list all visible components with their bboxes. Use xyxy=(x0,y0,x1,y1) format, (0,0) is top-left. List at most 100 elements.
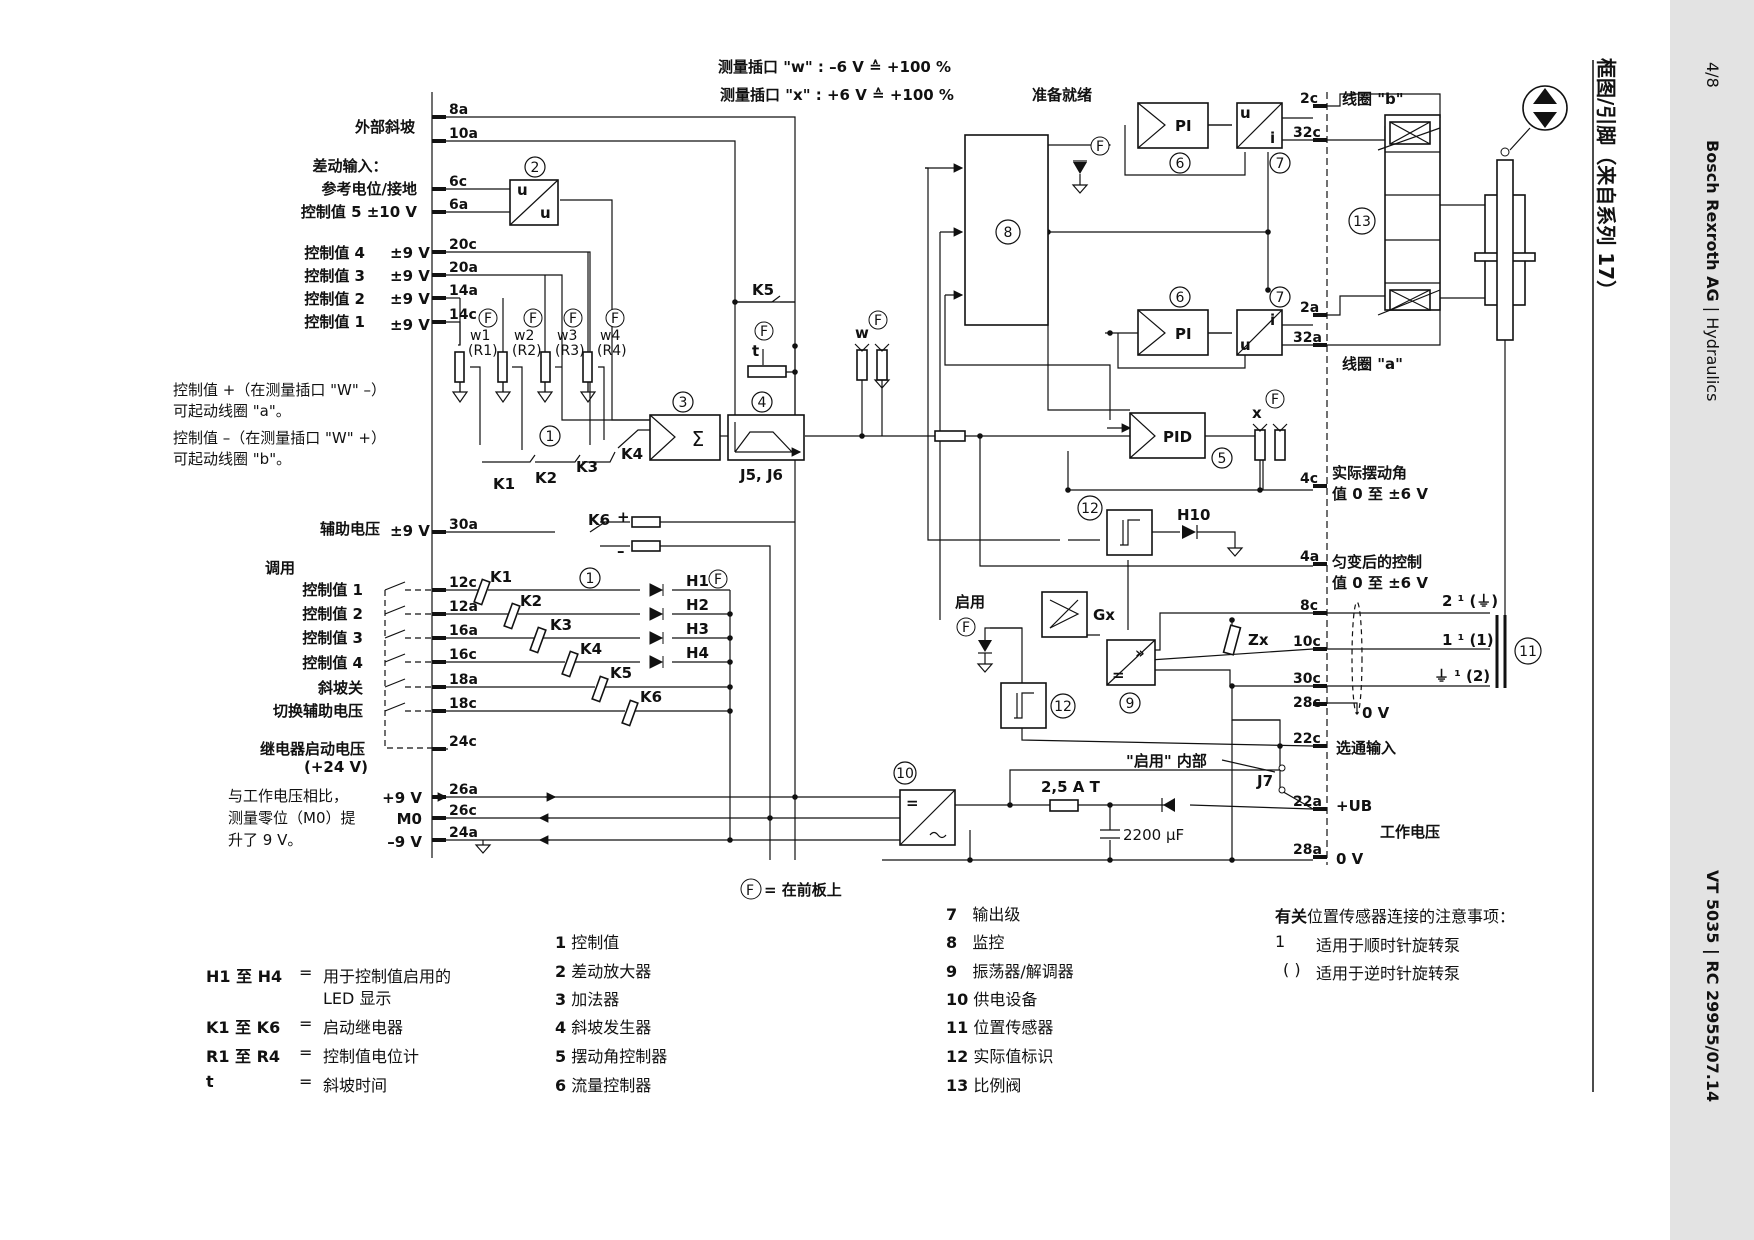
pin-26c: 26c xyxy=(449,803,477,819)
legend-item-3: 3 加法器 xyxy=(555,990,620,1009)
f-marker-4: F xyxy=(611,311,619,327)
relay-k1: K1 xyxy=(493,475,515,493)
led-h10: H10 xyxy=(1177,506,1210,524)
relay-k6: K6 xyxy=(588,511,610,529)
pin-8a: 8a xyxy=(449,102,468,118)
label-ramped-2: 值 0 至 ±6 V xyxy=(1332,574,1428,592)
legend-k-eq: = xyxy=(299,1014,313,1033)
pin-32a: 32a xyxy=(1293,330,1322,346)
pot-r2: (R2) xyxy=(512,343,542,359)
pi-lower-label: PI xyxy=(1175,325,1192,343)
pin-8c: 8c xyxy=(1300,598,1318,614)
pin-24c: 24c xyxy=(449,734,477,750)
circle-6-upper: 6 xyxy=(1176,156,1185,172)
label-zero-v: 0 V xyxy=(1336,850,1364,868)
sensor-note-1: 适用于顺时针旋转泵 xyxy=(1316,936,1461,955)
pin-22a: 22a xyxy=(1293,794,1322,810)
led-h3: H3 xyxy=(686,620,709,638)
coil-k5: K5 xyxy=(610,664,632,682)
label-ext-ramp: 外部斜坡 xyxy=(354,118,415,136)
led-h4: H4 xyxy=(686,644,709,662)
circle-5: 5 xyxy=(1218,451,1227,467)
circle-11: 11 xyxy=(1519,644,1537,660)
legend-item-11: 11 位置传感器 xyxy=(946,1018,1054,1037)
legend-item-9: 9 振荡器/解调器 xyxy=(946,962,1074,981)
pump-symbol xyxy=(1522,85,1568,131)
legend-t-eq: = xyxy=(299,1072,313,1091)
oscillator-gx xyxy=(1041,591,1088,638)
pin-24a: 24a xyxy=(449,825,478,841)
aux-resistor-plus xyxy=(631,516,661,528)
pot-w4: w4 xyxy=(600,328,620,344)
legend-k-value: 启动继电器 xyxy=(323,1018,404,1037)
label-ramped-1: 匀变后的控制 xyxy=(1332,553,1422,571)
coil-k6: K6 xyxy=(640,688,662,706)
circle-1-pots: 1 xyxy=(546,429,555,445)
label-recall: 调用 xyxy=(265,559,295,577)
label-c-cv2: 控制值 2 xyxy=(302,605,363,623)
aux-resistor-minus xyxy=(631,540,661,552)
label-c-cv4: 控制值 4 xyxy=(302,654,363,672)
pin-30a: 30a xyxy=(449,517,478,533)
sensor-notes-heading: 有关位置传感器连接的注意事项： xyxy=(1275,907,1516,926)
pin-30c: 30c xyxy=(1293,671,1321,687)
relay-k5: K5 xyxy=(752,281,774,299)
relay-k2: K2 xyxy=(535,469,557,487)
pin-18a: 18a xyxy=(449,672,478,688)
jumper-j7: J7 xyxy=(1256,772,1273,790)
label-enable-in: 选通输入 xyxy=(1336,739,1396,757)
f-marker-9: F xyxy=(714,572,722,588)
label-zx: Zx xyxy=(1248,631,1269,649)
note-plus-1: 控制值 +（在测量插口 "W" –） xyxy=(173,381,386,399)
diff-amp-u-out: u xyxy=(540,204,551,222)
ramp-time-t: t xyxy=(752,342,759,360)
label-diff-in: 差动输入： xyxy=(312,157,387,175)
label-enable: 启用 xyxy=(955,593,985,611)
label-coil-b: 线圈 "b" xyxy=(1342,90,1404,108)
label-actual-2: 值 0 至 ±6 V xyxy=(1332,485,1428,503)
label-cv3: 控制值 3 xyxy=(304,267,365,285)
pin-28a: 28a xyxy=(1293,842,1322,858)
fuse xyxy=(1049,799,1079,812)
legend-t: t xyxy=(206,1072,214,1091)
legend-item-8: 8 监控 xyxy=(946,933,1005,952)
pin-12c: 12c xyxy=(449,575,477,591)
label-aux-range: ±9 V xyxy=(390,522,430,540)
f-marker-1: F xyxy=(484,311,492,327)
actual-value-marker-lower xyxy=(1000,682,1047,729)
pot-r1: (R1) xyxy=(468,343,498,359)
socket-x-label: x xyxy=(1252,404,1262,422)
pin-10a: 10a xyxy=(449,126,478,142)
front-panel-legend: = 在前板上 xyxy=(764,881,842,899)
f-marker-10: F xyxy=(962,620,970,636)
circle-13: 13 xyxy=(1353,214,1371,230)
label-relay-v2: (+24 V) xyxy=(304,758,368,776)
front-panel-markers xyxy=(478,136,1285,900)
pin-14c: 14c xyxy=(449,307,477,323)
label-ramp-off: 斜坡关 xyxy=(317,679,363,697)
coil-k2: K2 xyxy=(520,592,542,610)
label-cv1-range: ±9 V xyxy=(390,316,430,334)
socket-x2 xyxy=(1274,429,1286,461)
legend-t-value: 斜坡时间 xyxy=(323,1076,388,1095)
legend-item-10: 10 供电设备 xyxy=(946,990,1038,1009)
circle-4: 4 xyxy=(758,395,767,411)
mo-note-2: 测量零位（M0）提 xyxy=(228,809,356,827)
pot-w3: w3 xyxy=(557,328,577,344)
legend-item-2: 2 差动放大器 xyxy=(555,962,652,981)
label-p9: +9 V xyxy=(382,789,422,807)
led-h2: H2 xyxy=(686,596,709,614)
legend-h: H1 至 H4 xyxy=(206,967,283,986)
mo-note-3: 升了 9 V。 xyxy=(228,831,302,849)
circle-7-upper: 7 xyxy=(1276,156,1285,172)
demod-eq: = xyxy=(1112,666,1125,684)
legend-r-eq: = xyxy=(299,1043,313,1062)
pot-r4: (R4) xyxy=(597,343,627,359)
ps-eq: = xyxy=(906,794,919,812)
pin-18c: 18c xyxy=(449,696,477,712)
legend-item-13: 13 比例阀 xyxy=(946,1076,1022,1095)
pin-16c: 16c xyxy=(449,647,477,663)
note-minus-1: 控制值 –（在测量插口 "W" +） xyxy=(173,429,386,447)
legend-item-5: 5 摆动角控制器 xyxy=(555,1047,668,1066)
